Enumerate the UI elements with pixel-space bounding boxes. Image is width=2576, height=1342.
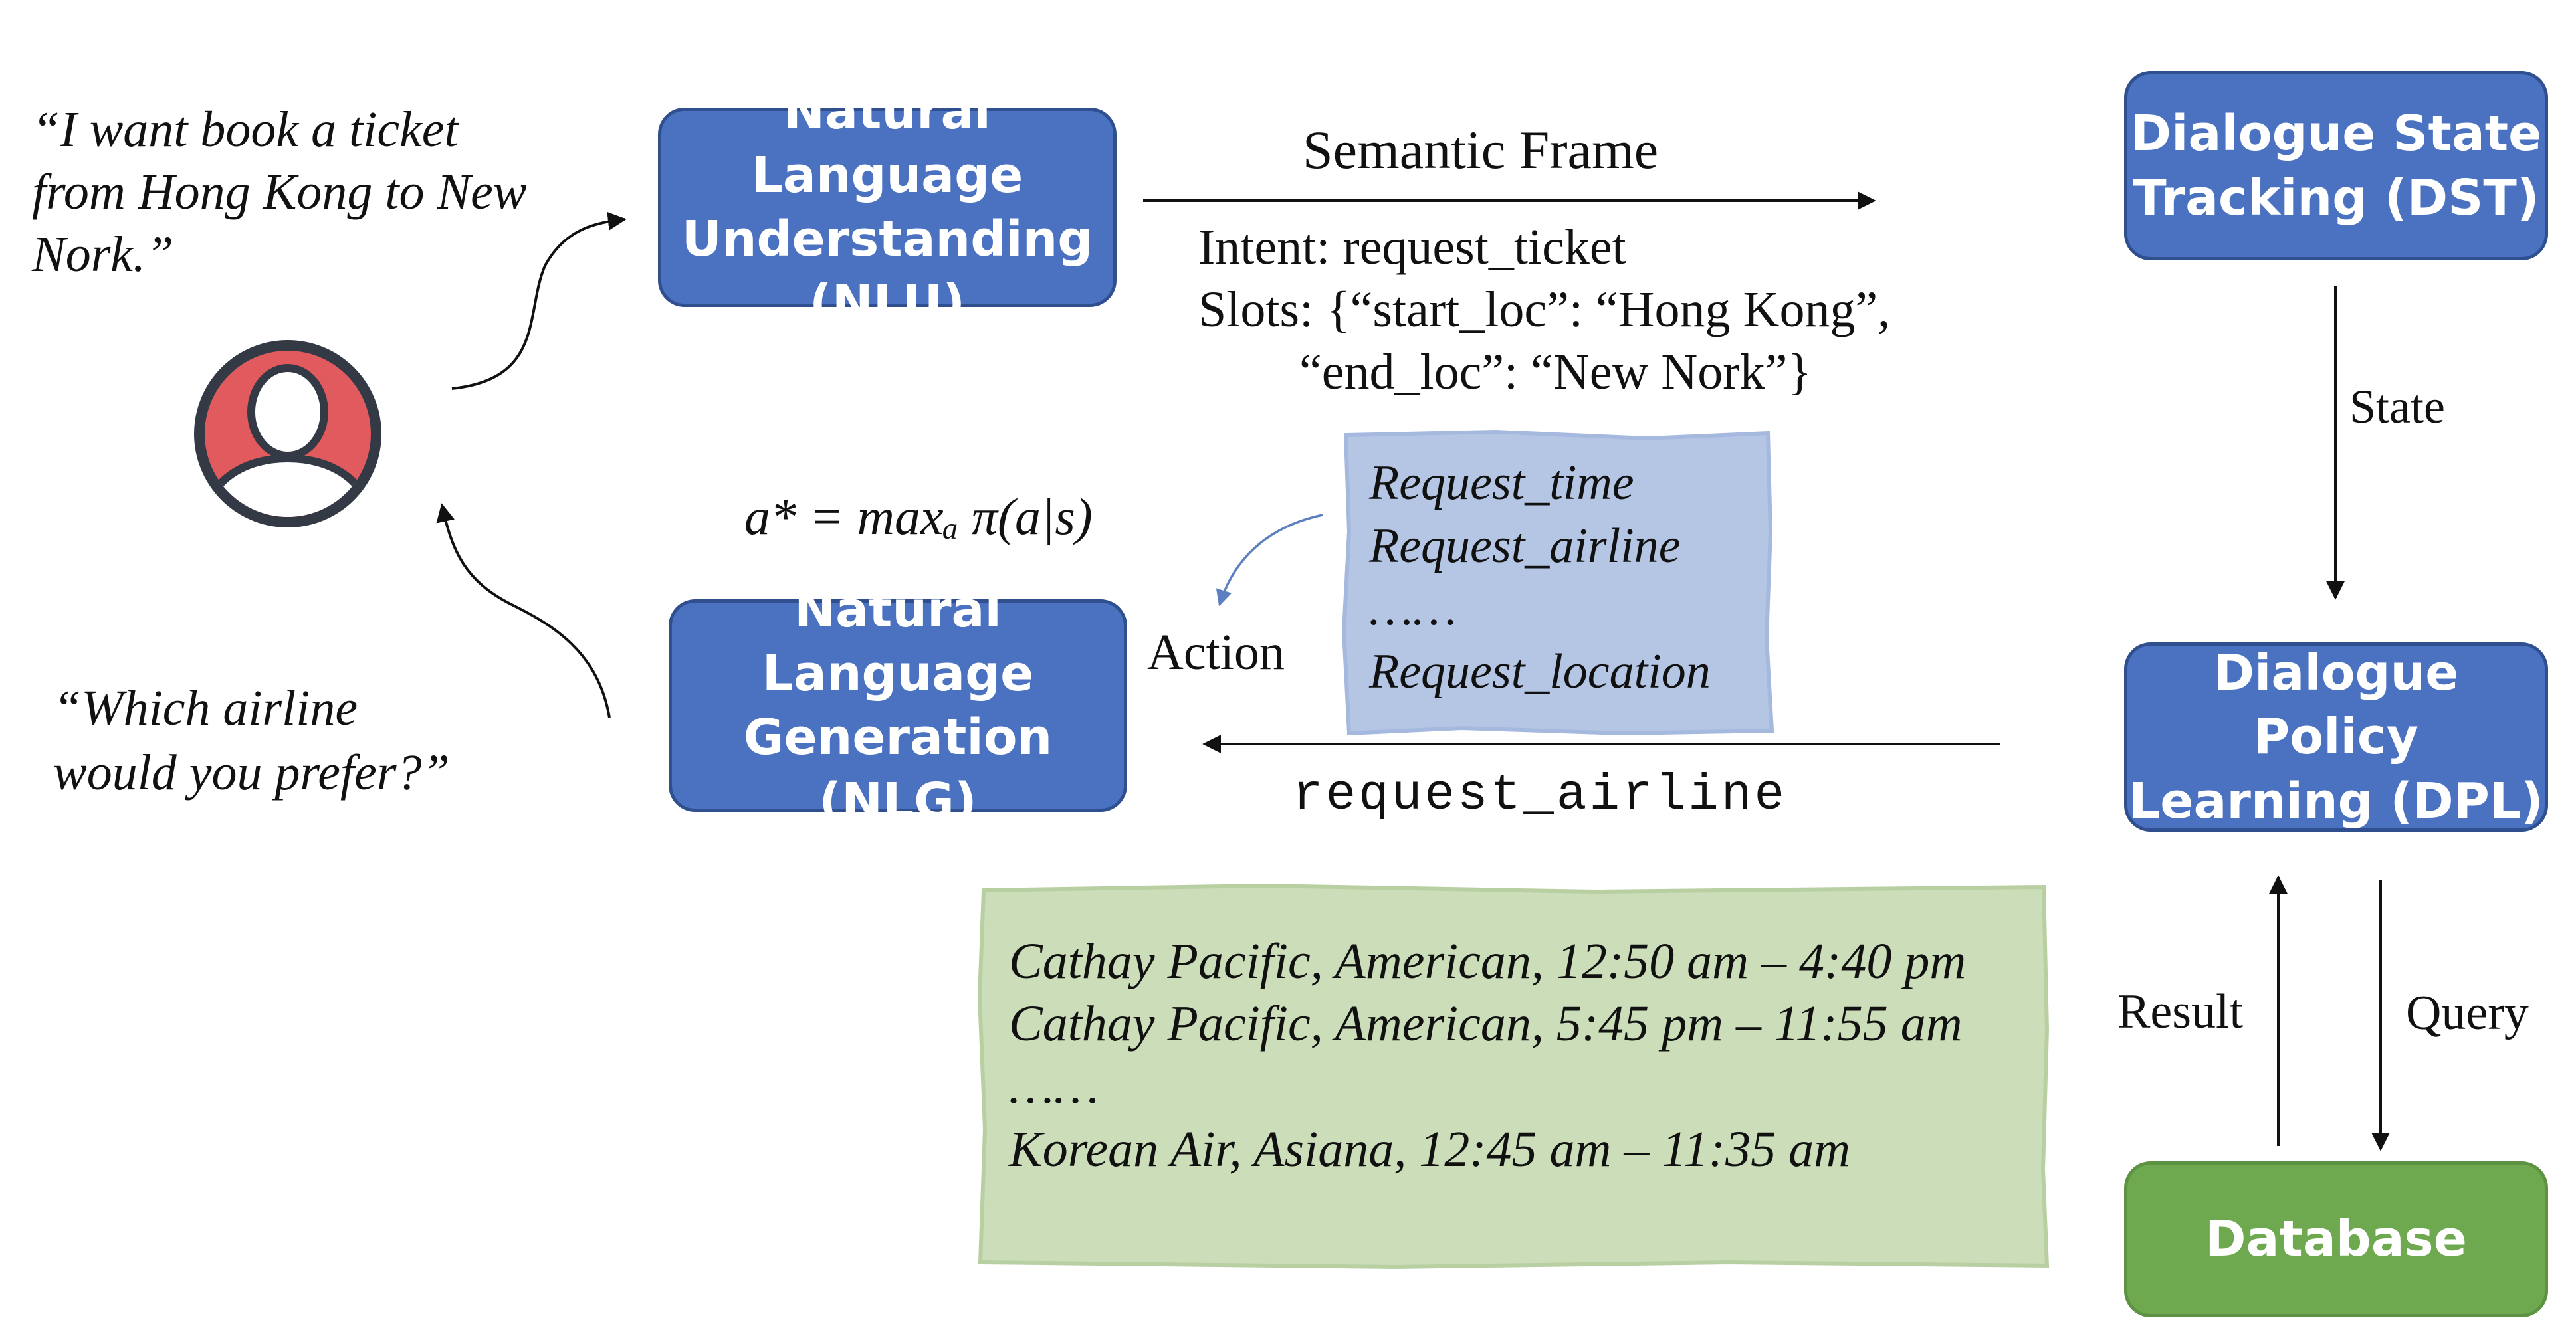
dpl-module-box: Dialogue Policy Learning (DPL): [2124, 642, 2548, 832]
user-utterance: “I want book a ticket from Hong Kong to …: [32, 102, 527, 283]
db-results-list: Cathay Pacific, American, 12:50 am – 4:4…: [1009, 933, 1967, 1177]
nlu-module-box: Natural Language Understanding (NLU): [658, 83, 1117, 332]
database-box: Database: [2124, 1161, 2548, 1317]
action-candidates-list: Request_time Request_airline …… Request_…: [1369, 456, 1711, 700]
action-label: Action: [1147, 624, 1285, 680]
user-to-nlu-arrow: [451, 211, 627, 390]
action-candidates-panel: [1341, 429, 1774, 736]
semantic-frame-content: Intent: request_ticket Slots: {“start_lo…: [1198, 219, 1891, 401]
result-label: Result: [2117, 985, 2244, 1039]
nlg-to-user-arrow: [436, 503, 611, 718]
state-label: State: [2349, 380, 2445, 433]
policy-select-arrow: [1216, 514, 1323, 607]
policy-formula: a* = maxₐ π(a|s): [744, 488, 1093, 545]
semantic-frame-label: Semantic Frame: [1303, 120, 1659, 180]
system-response: “Which airline would you prefer?”: [53, 680, 450, 801]
selected-action: request_airline: [1293, 767, 1788, 824]
user-avatar-icon: [194, 340, 381, 527]
db-results-panel: [977, 883, 2050, 1270]
dst-module-box: Dialogue State Tracking (DST): [2124, 71, 2548, 260]
query-label: Query: [2406, 986, 2529, 1040]
nlg-module-box: Natural Language Generation (NLG): [669, 581, 1127, 830]
